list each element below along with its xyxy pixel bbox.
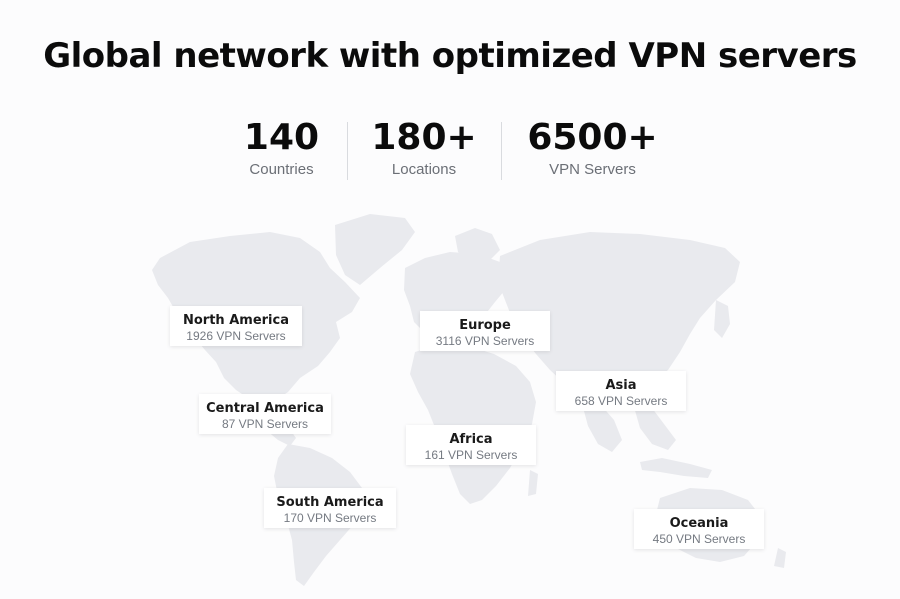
scandinavia-shape xyxy=(455,228,500,262)
region-card-north-america[interactable]: North America 1926 VPN Servers xyxy=(170,306,302,346)
stat-locations: 180+ Locations xyxy=(347,118,501,182)
region-server-count: 170 VPN Servers xyxy=(283,511,377,525)
new-zealand-shape xyxy=(774,548,786,568)
stat-divider xyxy=(347,122,348,180)
stat-countries: 140 Countries xyxy=(216,118,347,182)
asia-shape xyxy=(498,232,740,404)
region-name: South America xyxy=(276,495,384,510)
indonesia-shape xyxy=(640,458,712,478)
region-name: North America xyxy=(183,313,289,328)
region-card-africa[interactable]: Africa 161 VPN Servers xyxy=(406,425,536,465)
stat-label: Countries xyxy=(249,161,314,178)
page-title: Global network with optimized VPN server… xyxy=(43,36,857,76)
region-name: Africa xyxy=(449,432,493,447)
region-server-count: 87 VPN Servers xyxy=(221,417,309,431)
stat-value: 6500+ xyxy=(527,117,658,158)
stat-vpn-servers: 6500+ VPN Servers xyxy=(501,118,684,182)
stats-row: 140 Countries 180+ Locations 6500+ VPN S… xyxy=(216,118,684,182)
africa-shape xyxy=(410,344,536,504)
madagascar-shape xyxy=(528,470,538,496)
region-card-europe[interactable]: Europe 3116 VPN Servers xyxy=(420,311,550,351)
region-server-count: 3116 VPN Servers xyxy=(435,334,535,348)
region-card-oceania[interactable]: Oceania 450 VPN Servers xyxy=(634,509,764,549)
stat-divider xyxy=(501,122,502,180)
stat-label: Locations xyxy=(391,161,457,178)
japan-shape xyxy=(714,300,730,338)
region-card-asia[interactable]: Asia 658 VPN Servers xyxy=(556,371,686,411)
region-server-count: 450 VPN Servers xyxy=(652,532,746,546)
region-server-count: 658 VPN Servers xyxy=(574,394,668,408)
greenland-shape xyxy=(335,214,415,285)
region-card-central-america[interactable]: Central America 87 VPN Servers xyxy=(199,394,331,434)
stat-value: 140 xyxy=(243,117,320,158)
region-name: Asia xyxy=(605,378,637,393)
region-name: Europe xyxy=(459,318,511,333)
southeast-asia-shape xyxy=(632,400,676,450)
region-name: Oceania xyxy=(669,516,729,531)
stat-label: VPN Servers xyxy=(549,161,636,178)
region-name: Central America xyxy=(206,401,324,416)
region-server-count: 1926 VPN Servers xyxy=(186,329,286,343)
region-server-count: 161 VPN Servers xyxy=(424,448,518,462)
region-card-south-america[interactable]: South America 170 VPN Servers xyxy=(264,488,396,528)
stat-value: 180+ xyxy=(371,117,477,158)
